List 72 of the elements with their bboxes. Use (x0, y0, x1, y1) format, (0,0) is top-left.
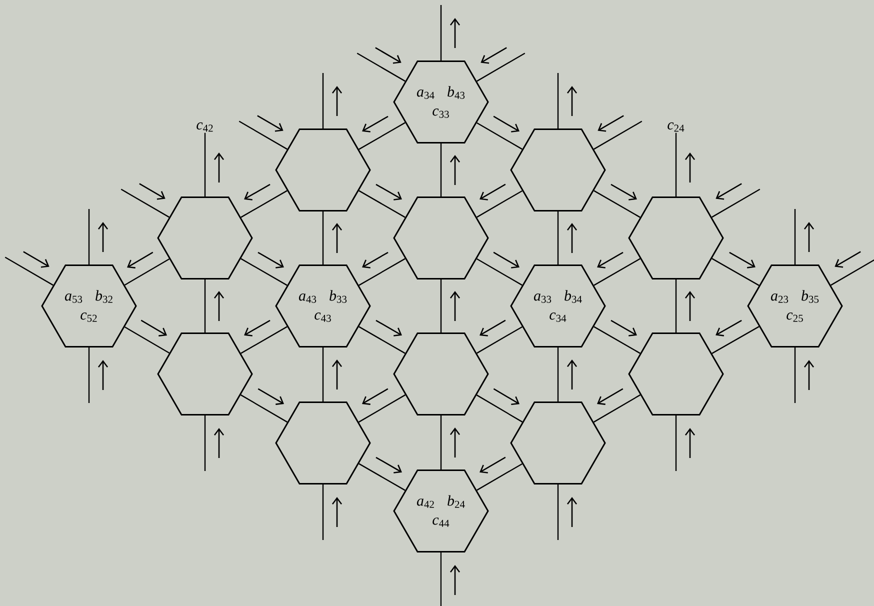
connector (358, 190, 406, 218)
connector (204, 279, 206, 333)
hexagon-cell (628, 332, 724, 416)
hexagon-cell (157, 196, 253, 280)
connector (712, 188, 760, 218)
connector (712, 326, 760, 354)
hexagon-cell: a$_{33}$ b$_{34}$ c$_{34}$ (510, 264, 606, 348)
hexagon-cell (275, 402, 371, 484)
connector (440, 143, 442, 197)
connector (88, 347, 90, 403)
hexagon-cell (628, 196, 724, 280)
connector (557, 347, 559, 402)
hexagon-cell: a$_{23}$ b$_{35}$ c$_{25}$ (747, 264, 843, 348)
connector (240, 258, 288, 286)
hexagon-cell: a$_{43}$ b$_{33}$ c$_{43}$ (275, 264, 371, 348)
connector (476, 190, 522, 218)
hexagon-cell: a$_{53}$ b$_{32}$ c$_{52}$ (41, 264, 137, 348)
hexagon-cell (157, 332, 253, 416)
connector (358, 258, 406, 286)
connector (124, 326, 170, 354)
connector (240, 326, 288, 354)
connector (356, 52, 406, 82)
connector (240, 394, 288, 423)
connector (358, 122, 406, 150)
connector (204, 415, 206, 471)
connector (120, 188, 170, 218)
connector (794, 347, 796, 403)
connector (440, 552, 442, 606)
connector (358, 463, 406, 491)
connector (322, 484, 324, 540)
connector (124, 258, 170, 286)
hexagon-cell (393, 332, 489, 416)
connector (594, 258, 640, 286)
connector (240, 190, 288, 218)
connector (794, 209, 796, 265)
connector (594, 326, 640, 354)
connector (476, 463, 522, 491)
hexagon-cell: a$_{34}$ b$_{43}$ c$_{33}$ (393, 60, 489, 144)
connector (440, 415, 442, 470)
output-label: c$_{24}$ (668, 122, 684, 132)
hexagon-cell (275, 128, 371, 212)
connector (358, 326, 406, 354)
connector (476, 122, 522, 150)
connector (476, 52, 526, 82)
connector (440, 5, 442, 61)
connector (594, 190, 640, 218)
connector (594, 394, 641, 423)
connector (476, 258, 522, 286)
connector (594, 120, 642, 150)
connector (675, 415, 677, 471)
hexagon-cell (510, 402, 606, 484)
connector (712, 258, 760, 286)
connector (476, 394, 523, 422)
hexagon-cell (510, 128, 606, 212)
connector (4, 256, 54, 286)
connector (88, 209, 90, 265)
connector (440, 279, 442, 333)
connector (322, 73, 324, 129)
connector (322, 347, 324, 402)
connector (238, 120, 288, 150)
output-label: c$_{42}$ (196, 122, 213, 132)
connector (476, 326, 522, 354)
connector (557, 73, 559, 129)
connector (358, 394, 406, 423)
connector (675, 279, 677, 333)
connector (322, 211, 324, 265)
connector (557, 211, 559, 265)
connector (557, 484, 559, 540)
hexagon-cell: a$_{42}$ b$_{24}$ c$_{44}$ (393, 470, 489, 552)
connector (675, 132, 677, 197)
connector (204, 132, 206, 197)
hexagon-cell (393, 196, 489, 280)
